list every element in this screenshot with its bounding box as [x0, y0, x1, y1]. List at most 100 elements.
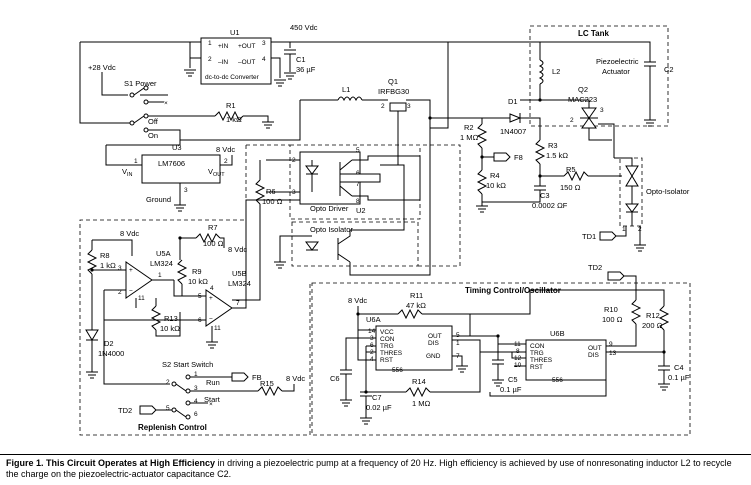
u6a-con: CON	[380, 336, 395, 343]
r9-value: 10 kΩ	[188, 277, 208, 286]
r11-value: 47 kΩ	[406, 301, 426, 310]
v8-r7-label: 8 Vdc	[228, 245, 247, 254]
c7-value: 0.02 µF	[366, 403, 392, 412]
td2b-label: TD2	[588, 263, 602, 272]
r8-value: 1 kΩ	[100, 261, 116, 270]
u1-pin1: 1	[208, 40, 212, 47]
u1-desc: dc-to-dc Converter	[205, 74, 260, 81]
u5a-pin1: 1	[158, 272, 162, 279]
u6b-trg: TRG	[530, 350, 544, 357]
q2-pin3: 3	[600, 107, 604, 114]
u5b-plus: +	[209, 295, 213, 302]
f8-connector	[493, 152, 511, 162]
opto-isolator-label: Opto Isolator	[310, 225, 353, 234]
s2-pin2: 2	[166, 379, 170, 386]
r12-label: R12	[646, 311, 660, 320]
s2-pin5: 5	[166, 405, 170, 412]
s2-contact	[185, 400, 191, 406]
u6b-label: U6B	[550, 329, 565, 338]
u5a-label: U5A	[156, 249, 171, 258]
u5b-label: U5B	[232, 269, 247, 278]
mid-dashed-frame-2	[418, 144, 461, 267]
u3-label: U3	[172, 143, 182, 152]
ground-symbol	[262, 121, 274, 129]
q2-pin1: 2	[570, 117, 574, 124]
r14-resistor	[405, 386, 431, 398]
r1-label: R1	[226, 101, 236, 110]
ground-symbol	[492, 379, 504, 387]
r1-value: 1 kΩ	[226, 115, 242, 124]
s2-nc-x: ×	[209, 401, 213, 408]
c3-value: 0.0002 ΩF	[532, 201, 568, 210]
u3-pin1: 1	[134, 158, 138, 165]
ground-symbol	[360, 417, 372, 425]
l2-inductor	[538, 59, 544, 85]
u6a-pin1: 1	[456, 340, 460, 347]
r8-label: R8	[100, 251, 110, 260]
q1-label: Q1	[388, 77, 398, 86]
c5-label: C5	[508, 375, 518, 384]
u3-v8: 8 Vdc	[216, 145, 235, 154]
ground-symbol	[634, 244, 646, 252]
u6b-pin13: 13	[609, 350, 617, 357]
on-label: On	[148, 131, 158, 140]
u5a-plus: +	[129, 267, 133, 274]
u6a-dis: DIS	[428, 340, 440, 347]
s2-label: S2 Start Switch	[162, 360, 213, 369]
figure-caption: Figure 1. This Circuit Operates at High …	[6, 458, 746, 480]
u6a-trg: TRG	[380, 343, 394, 350]
u5a-pin11: 11	[138, 295, 145, 302]
r10-value: 100 Ω	[602, 315, 623, 324]
ground-symbol	[274, 79, 286, 87]
s2-contact	[171, 381, 177, 387]
s1-contact	[129, 120, 135, 126]
u6b-part: 556	[552, 377, 563, 384]
opto-right-triac-rev	[625, 175, 639, 187]
start-label: Start	[204, 395, 221, 404]
u6a-vcc: VCC	[380, 329, 394, 336]
u2-inner	[339, 173, 381, 183]
u6a-part: 556	[392, 367, 403, 374]
td1-connector	[599, 231, 617, 241]
ground-symbol	[456, 365, 468, 373]
u6a-pin14: 14	[368, 328, 376, 335]
v8-r15-label: 8 Vdc	[286, 374, 305, 383]
u6b-thres: THRES	[530, 357, 553, 364]
u5a-opamp	[125, 261, 153, 299]
q1-part: IRFBG30	[378, 87, 409, 96]
r9-resistor	[176, 259, 188, 285]
replenish-control-label: Replenish Control	[138, 423, 207, 432]
u5a-pin3: 3	[118, 265, 122, 272]
u1-minus-out: –OUT	[238, 59, 255, 66]
r2-resistor	[476, 123, 488, 149]
u5b-part: LM324	[228, 279, 251, 288]
fb-label: FB	[252, 373, 262, 382]
r7-label: R7	[208, 223, 218, 232]
u6a-label: U6A	[366, 315, 381, 324]
ground-symbol	[476, 205, 488, 213]
u1-pin2: 2	[208, 56, 212, 63]
v450-label: 450 Vdc	[290, 23, 318, 32]
u6b-dis: DIS	[588, 352, 600, 359]
d1-diode	[509, 113, 522, 123]
fb-connector	[231, 372, 249, 382]
actuator-label: Actuator	[602, 67, 630, 76]
q2-triac-rev	[581, 117, 597, 129]
caption-text: in driving a piezoelectric pump at a fre…	[6, 458, 732, 479]
r4-label: R4	[490, 171, 500, 180]
u6b-rst: RST	[530, 364, 543, 371]
s1-power-label: S1 Power	[124, 79, 157, 88]
lc-tank-label: LC Tank	[578, 29, 610, 38]
s1-nc-x: ×	[164, 100, 168, 107]
r1-resistor	[214, 110, 244, 122]
r15-label: R15	[260, 379, 274, 388]
opto-mid-led	[305, 241, 319, 251]
r7-value: 100 Ω	[203, 239, 224, 248]
s1-contact	[129, 92, 135, 98]
s2-pin4: 4	[194, 398, 198, 405]
ground-symbol	[174, 204, 186, 212]
u5b-pin7: 7	[236, 300, 240, 307]
u1-minus-in: –IN	[218, 59, 228, 66]
s2-pin3: 3	[194, 385, 198, 392]
r4-value: 10 kΩ	[486, 181, 506, 190]
